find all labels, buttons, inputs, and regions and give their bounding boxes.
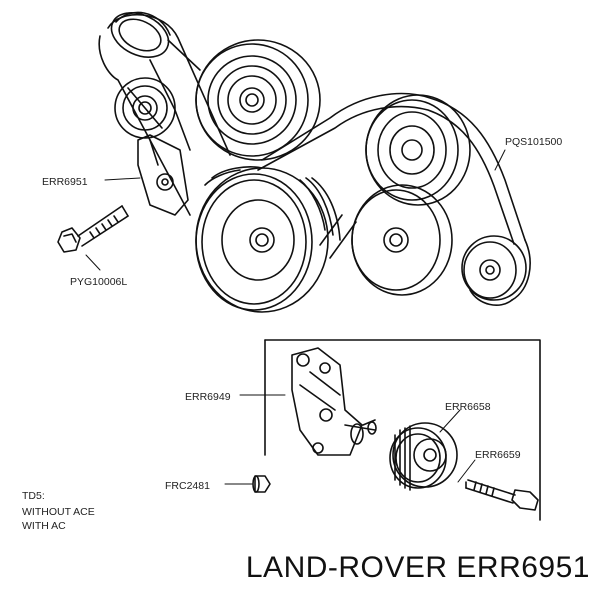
label-frc2481: FRC2481 xyxy=(165,480,210,492)
spacer-frc2481 xyxy=(252,475,271,493)
bolt-pyg10006l xyxy=(57,205,129,253)
idler-pulley-err6658 xyxy=(389,422,458,491)
label-err6659: ERR6659 xyxy=(475,449,521,461)
note-with-ac: WITH AC xyxy=(22,520,66,532)
bolt-err6659 xyxy=(465,479,539,511)
note-td5: TD5: xyxy=(22,490,45,502)
alternator-pulley xyxy=(365,94,471,206)
label-err6658: ERR6658 xyxy=(445,401,491,413)
spacer-stub xyxy=(362,419,377,435)
top-idler-pulley xyxy=(110,12,170,58)
note-without-ace: WITHOUT ACE xyxy=(22,506,95,518)
leader-lines xyxy=(85,149,506,485)
label-err6949: ERR6949 xyxy=(185,391,231,403)
label-pyg10006l: PYG10006L xyxy=(70,276,127,288)
crankshaft-pulley xyxy=(195,166,341,313)
label-err6951: ERR6951 xyxy=(42,176,88,188)
label-pqs101500: PQS101500 xyxy=(505,136,562,148)
tensioner-pulley xyxy=(114,77,176,139)
tensioner-bracket xyxy=(137,134,189,216)
idler-pulley-right xyxy=(351,184,453,296)
drive-belt xyxy=(98,11,531,306)
water-pump-pulley xyxy=(195,39,321,161)
inset-frame xyxy=(264,339,541,521)
bracket-err6949 xyxy=(291,347,376,456)
part-number-caption: LAND-ROVER ERR6951 xyxy=(245,551,590,584)
small-right-pulley xyxy=(461,235,527,301)
